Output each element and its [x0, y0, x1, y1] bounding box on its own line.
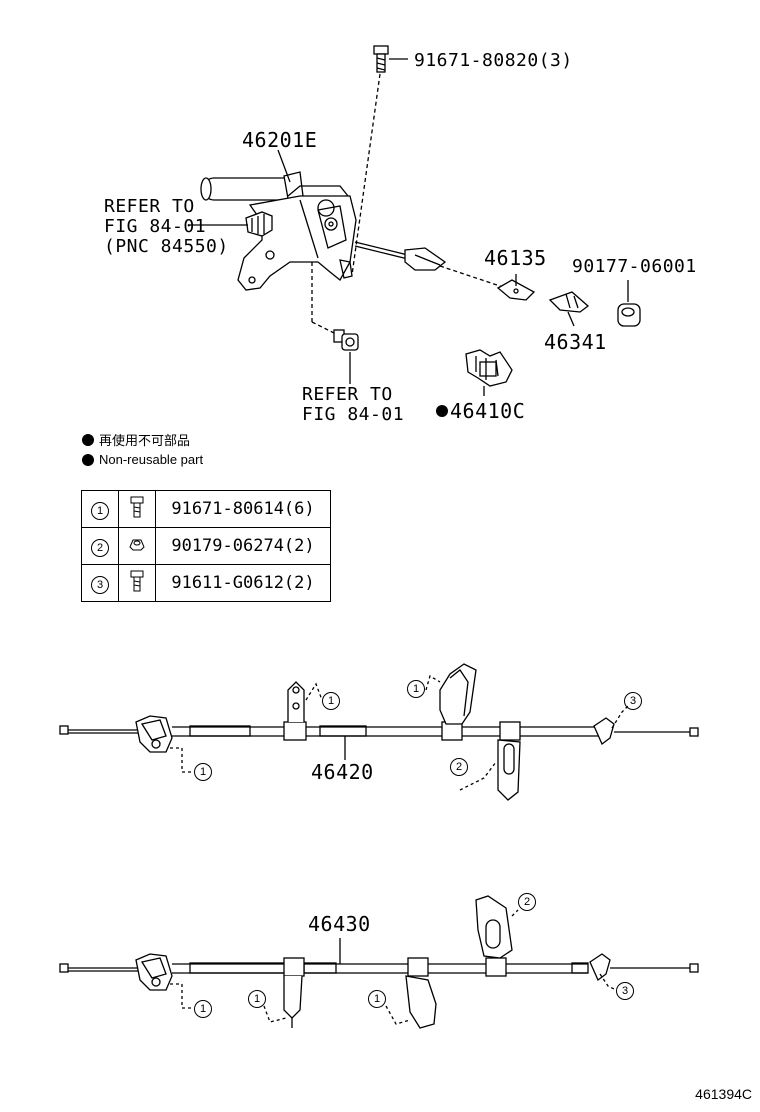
table-row: 3 91611-G0612(2)	[81, 564, 331, 602]
label-bolt-top: 91671-80820(3)	[414, 50, 573, 71]
label-46410c: 46410C	[450, 399, 526, 423]
label-46420: 46420	[311, 760, 374, 784]
top-bolt	[373, 45, 389, 73]
label-refer1-line1: REFER TO	[104, 196, 195, 217]
part-number: 91671-80614(6)	[155, 490, 331, 528]
legend-en: Non-reusable part	[82, 452, 203, 467]
clip-46135	[496, 279, 536, 301]
non-reusable-dot-icon	[436, 405, 448, 417]
nut-icon	[118, 527, 156, 565]
figure-code: 461394C	[695, 1086, 752, 1102]
callout-3: 3	[616, 982, 634, 1000]
part-number: 90179-06274(2)	[155, 527, 331, 565]
callout-1: 1	[322, 692, 340, 710]
label-refer2-line1: REFER TO	[302, 384, 393, 405]
parking-brake-lever	[200, 171, 357, 291]
lower-bolt	[333, 329, 359, 351]
callout-2: 2	[518, 893, 536, 911]
callout-number: 1	[91, 501, 109, 520]
callout-1: 1	[407, 680, 425, 698]
callout-2: 2	[450, 758, 468, 776]
callout-number: 2	[91, 538, 109, 557]
dash-bolt-top	[351, 73, 381, 276]
legend-jp-text: 再使用不可部品	[99, 433, 191, 448]
legend-jp: 再使用不可部品	[82, 430, 190, 449]
cable-46420	[59, 663, 699, 801]
label-refer1-line3: (PNC 84550)	[104, 236, 229, 257]
label-90177: 90177-06001	[572, 256, 697, 277]
label-refer2-line2: FIG 84-01	[302, 404, 405, 425]
label-lever: 46201E	[242, 128, 318, 152]
callout-3: 3	[624, 692, 642, 710]
bolt-icon	[118, 564, 156, 602]
callout-1: 1	[194, 763, 212, 781]
bolt-icon	[118, 490, 156, 528]
non-reusable-dot-icon	[82, 433, 94, 446]
non-reusable-dot-icon	[82, 453, 94, 466]
label-46341: 46341	[544, 330, 607, 354]
label-46135: 46135	[484, 246, 547, 270]
label-46410c-group: 46410C	[436, 399, 525, 423]
label-refer1-line2: FIG 84-01	[104, 216, 207, 237]
callout-1: 1	[194, 1000, 212, 1018]
leader-lever	[277, 149, 291, 183]
clip-46341	[548, 291, 590, 313]
callout-number: 3	[91, 575, 109, 594]
callout-1: 1	[368, 990, 386, 1008]
cable-46430	[59, 895, 699, 1029]
bracket-46410c	[465, 349, 513, 387]
nut-90177	[617, 303, 641, 327]
fastener-table: 1 91671-80614(6) 2 90179-06274(2) 3 9161…	[81, 490, 331, 602]
callout-1: 1	[248, 990, 266, 1008]
table-row: 2 90179-06274(2)	[81, 527, 331, 565]
part-number: 91611-G0612(2)	[155, 564, 331, 602]
label-46430: 46430	[308, 912, 371, 936]
table-row: 1 91671-80614(6)	[81, 490, 331, 528]
legend-en-text: Non-reusable part	[99, 452, 204, 467]
